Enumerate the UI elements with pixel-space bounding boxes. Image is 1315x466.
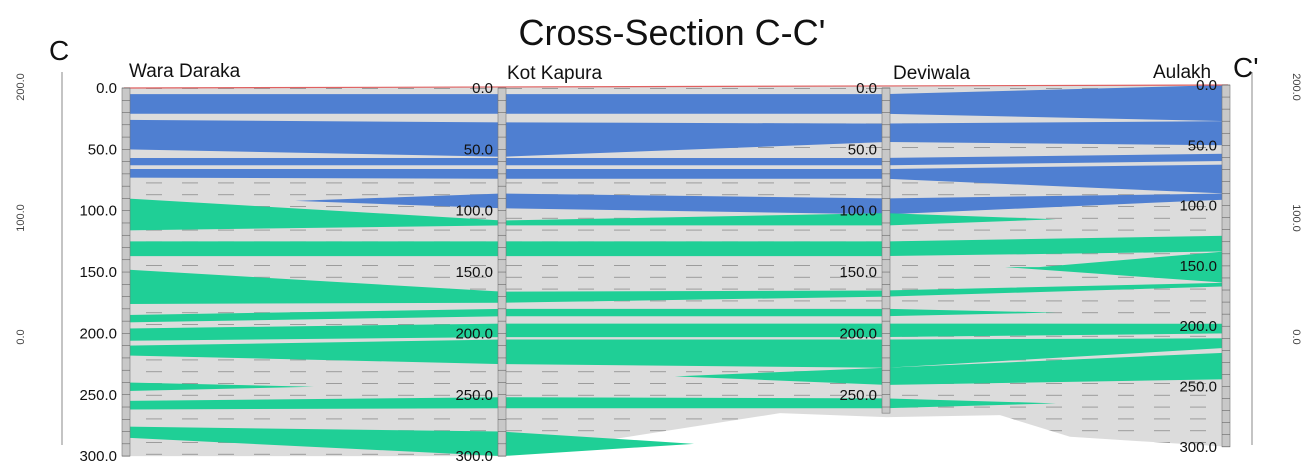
left-elevation-tick-label: 0.0 (15, 329, 27, 344)
depth-label: 50.0 (464, 141, 493, 158)
section-title: Cross-Section C-C' (519, 12, 826, 53)
green-aquifer-layer (124, 269, 1230, 304)
depth-label: 0.0 (1196, 77, 1217, 94)
right-elevation-tick-label: 100.0 (1290, 204, 1302, 232)
borehole-kot-kapura: Kot Kapura 0.0 50.0 100.0 150.0 200.0 250.0 30… (455, 63, 602, 465)
depth-label: 50.0 (848, 141, 877, 158)
green-aquifer-layer (124, 308, 1056, 323)
green-aquifer-layer (124, 235, 1230, 257)
left-elevation-tick-label: 100.0 (15, 204, 27, 232)
depth-label: 0.0 (472, 80, 493, 97)
depth-label: 250.0 (839, 387, 877, 404)
blue-aquifer-layer (124, 153, 1230, 166)
depth-label: 200.0 (839, 325, 877, 342)
green-aquifer-layer (124, 382, 314, 392)
depth-label: 100.0 (79, 203, 117, 220)
depth-label: 300.0 (1179, 439, 1217, 456)
section-start-label: C (49, 35, 69, 66)
depth-label: 200.0 (1179, 318, 1217, 335)
depth-label: 250.0 (1179, 379, 1217, 396)
green-aquifer-layer (1005, 251, 1230, 283)
depth-label: 250.0 (79, 387, 117, 404)
depth-label: 50.0 (1188, 137, 1217, 154)
depth-label: 150.0 (1179, 258, 1217, 275)
blue-aquifer-layer (124, 85, 1230, 122)
blue-aquifer-layer (295, 193, 1230, 215)
depth-label: 0.0 (96, 80, 117, 97)
green-aquifer-layer (124, 198, 1056, 231)
depth-label: 150.0 (839, 264, 877, 281)
depth-label: 100.0 (1179, 198, 1217, 215)
green-aquifer-layer (124, 338, 1230, 368)
borehole-deviwala: Deviwala 0.0 50.0 100.0 150.0 200.0 250.0 (839, 63, 971, 414)
right-elevation-tick-label: 0.0 (1290, 329, 1302, 344)
depth-label: 0.0 (856, 80, 877, 97)
green-aquifer-layer (124, 397, 1056, 410)
depth-label: 100.0 (839, 203, 877, 220)
depth-label: 150.0 (455, 264, 493, 281)
section-end-label: C' (1233, 52, 1259, 83)
depth-label: 300.0 (79, 448, 117, 465)
green-aquifer-layer (674, 352, 1230, 385)
right-elevation-scale: 200.0 100.0 0.0 (1251, 72, 1302, 445)
depth-label: 150.0 (79, 264, 117, 281)
well-name: Aulakh (1153, 62, 1211, 83)
well-name: Wara Daraka (129, 61, 241, 82)
well-name: Deviwala (893, 63, 971, 84)
aquifer-layers (124, 85, 1230, 457)
ground-surface-line (123, 84, 1229, 89)
blue-aquifer-layer (124, 164, 1230, 194)
borehole-aulakh: Aulakh 0.0 50.0 100.0 150.0 200.0 250.0 300.0 (1153, 62, 1231, 456)
depth-label: 200.0 (455, 325, 493, 342)
left-elevation-scale: 200.0 100.0 0.0 (15, 72, 63, 445)
depth-label: 300.0 (455, 448, 493, 465)
left-elevation-tick-label: 200.0 (15, 73, 27, 101)
blue-aquifer-layer (124, 119, 1230, 157)
depth-label: 100.0 (455, 203, 493, 220)
depth-label: 200.0 (79, 325, 117, 342)
borehole-column (881, 87, 891, 414)
borehole-wara-daraka: Wara Daraka 0.0 50.0 100.0 150.0 200.0 250.0 3… (79, 61, 240, 465)
well-name: Kot Kapura (507, 63, 602, 84)
depth-label: 50.0 (88, 141, 117, 158)
depth-label: 250.0 (455, 387, 493, 404)
green-aquifer-layer (124, 426, 694, 457)
right-elevation-tick-label: 200.0 (1290, 73, 1302, 101)
green-aquifer-layer (124, 323, 1230, 341)
